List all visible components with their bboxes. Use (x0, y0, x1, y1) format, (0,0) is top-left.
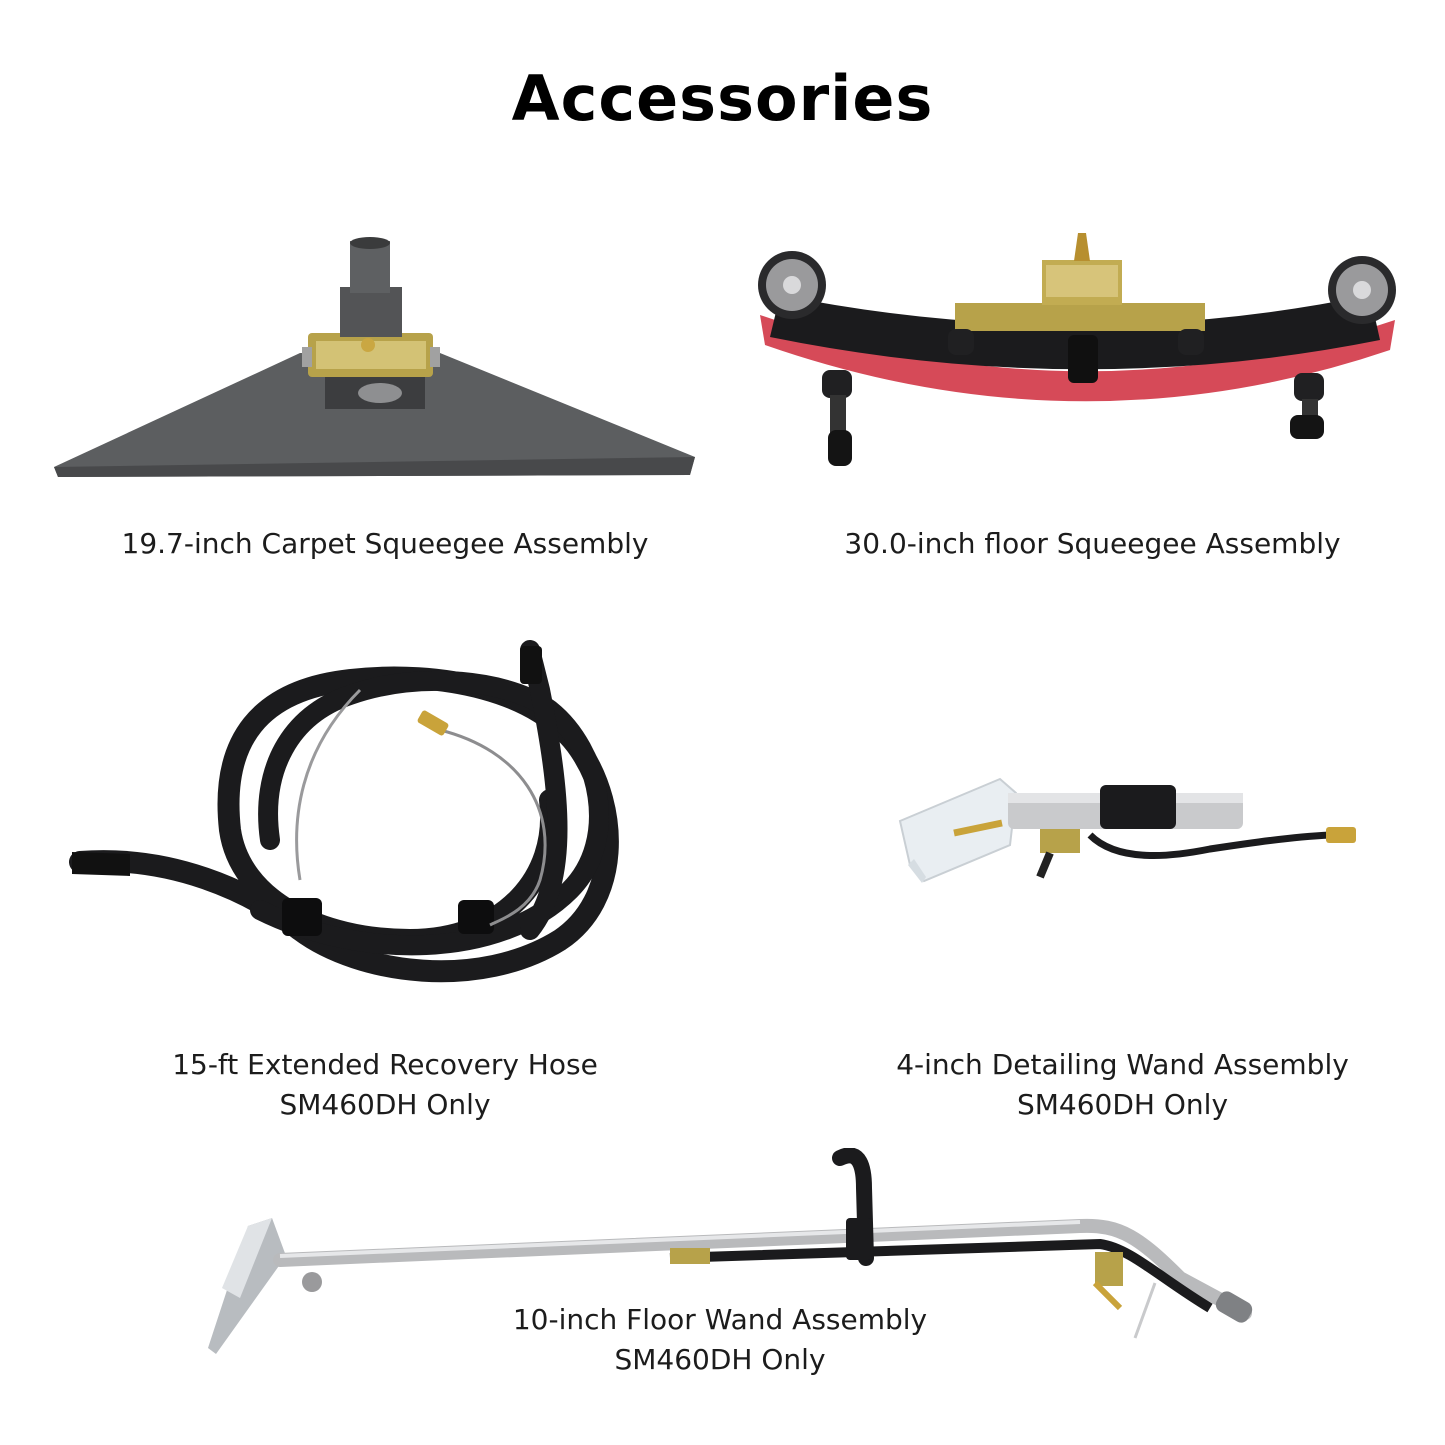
caption-floor-wand: 10-inch Floor Wand Assembly SM460DH Only (370, 1300, 1070, 1380)
carpet-squeegee-image (54, 237, 695, 477)
caption-note: SM460DH Only (614, 1343, 826, 1376)
caption-name: 4-inch Detailing Wand Assembly (896, 1048, 1349, 1081)
caption-note: SM460DH Only (279, 1088, 491, 1121)
detailing-wand-image (898, 777, 1356, 883)
caption-recovery-hose: 15-ft Extended Recovery Hose SM460DH Onl… (60, 1045, 710, 1125)
floor-squeegee-image (758, 233, 1396, 466)
caption-name: 19.7-inch Carpet Squeegee Assembly (121, 527, 649, 560)
caption-name: 10-inch Floor Wand Assembly (512, 1303, 928, 1336)
caption-floor-squeegee: 30.0-inch floor Squeegee Assembly (760, 524, 1425, 564)
caption-name: 15-ft Extended Recovery Hose (172, 1048, 598, 1081)
caption-detailing-wand: 4-inch Detailing Wand Assembly SM460DH O… (800, 1045, 1445, 1125)
page-title: Accessories (511, 62, 934, 135)
caption-carpet-squeegee: 19.7-inch Carpet Squeegee Assembly (40, 524, 730, 564)
recovery-hose-image (69, 640, 619, 983)
caption-name: 30.0-inch floor Squeegee Assembly (844, 527, 1341, 560)
caption-note: SM460DH Only (1016, 1088, 1229, 1121)
floor-wand-image (208, 1148, 1253, 1354)
